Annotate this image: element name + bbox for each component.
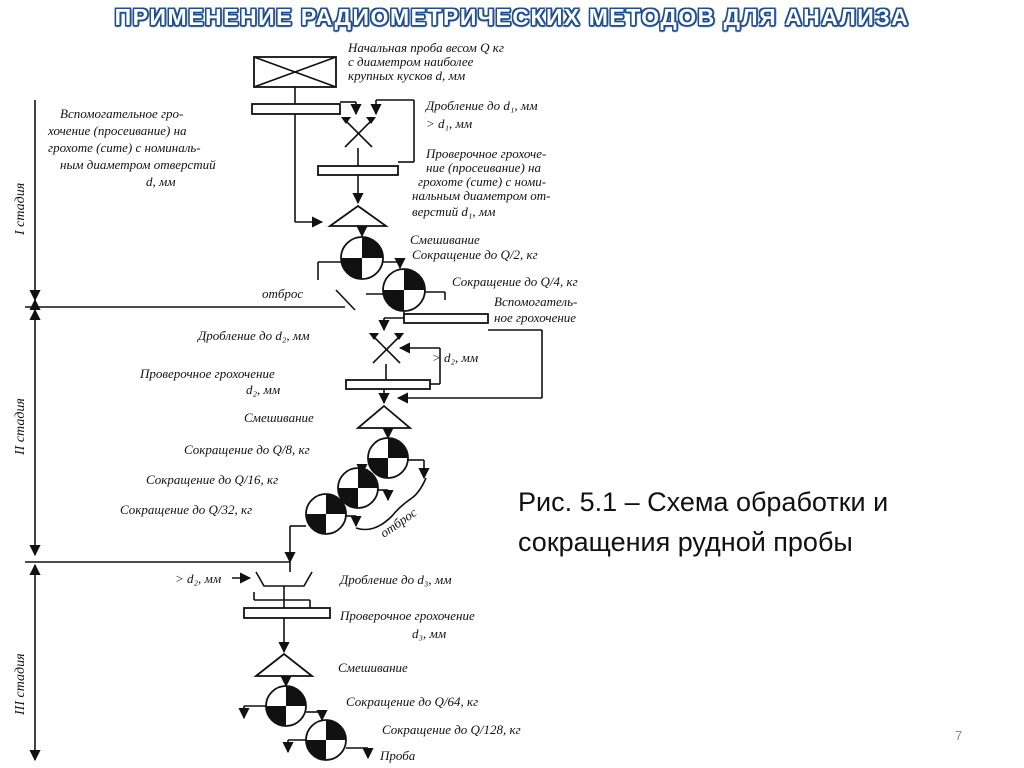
- divider-q4: [382, 268, 426, 312]
- label-aux-screen2-1: Вспомогатель-: [494, 294, 577, 309]
- check-screen-3: [243, 607, 331, 619]
- label-check-d2-2: d₂, мм: [246, 382, 280, 397]
- mixing-cone-2: [355, 404, 413, 429]
- initial-sample-box: [253, 56, 337, 88]
- divider-q32: [305, 493, 347, 535]
- aux-screen-1: [251, 103, 341, 115]
- label-reduce-q64: Сокращение до Q/64, кг: [346, 694, 478, 709]
- label-crush-d2: Дробление до d₂, мм: [196, 328, 309, 343]
- label-check-screen-1: Проверочное грохоче-: [425, 146, 546, 161]
- reject-brace-2: [355, 477, 427, 531]
- crusher-1: [341, 117, 376, 148]
- label-sample: Проба: [379, 748, 416, 763]
- divider-q2: [340, 236, 384, 280]
- label-aux-screen2-2: ное грохочение: [494, 310, 576, 325]
- label-check-d3-2: d₃, мм: [412, 626, 446, 641]
- label-aux-screen-1: Вспомогательное гро-: [60, 106, 183, 121]
- stage1-label: I стадия: [13, 183, 28, 236]
- label-initial-3: крупных кусков d, мм: [348, 68, 465, 83]
- divider-q128: [305, 719, 347, 761]
- divider-q8: [367, 437, 409, 479]
- label-reduce-q32: Сокращение до Q/32, кг: [120, 502, 252, 517]
- label-oversize-d2: > d₂, мм: [432, 350, 478, 365]
- label-aux-screen-2: хочение (просеивание) на: [47, 123, 187, 138]
- label-check-d2-1: Проверочное грохочение: [139, 366, 275, 381]
- label-mixing-2: Смешивание: [244, 410, 314, 425]
- label-reduce-q8: Сокращение до Q/8, кг: [184, 442, 310, 457]
- label-oversize-d2b: > d₂, мм: [175, 571, 221, 586]
- label-oversize-d1: > d₁, мм: [426, 116, 472, 131]
- label-mixing-1: Смешивание: [410, 232, 480, 247]
- check-screen-1: [317, 165, 399, 176]
- label-aux-screen-5: d, мм: [146, 174, 176, 189]
- label-reduce-q2: Сокращение до Q/2, кг: [412, 247, 538, 262]
- divider-q64: [265, 685, 307, 727]
- page-number: 7: [955, 728, 963, 743]
- figure-caption: Рис. 5.1 – Схема обработки и сокращения …: [518, 482, 1018, 562]
- label-check-screen-3: грохоте (сите) с номи-: [418, 174, 546, 189]
- label-crush-d3: Дробление до d₃, мм: [338, 572, 451, 587]
- stage-axis: I стадия II стадия III стадия: [13, 100, 345, 762]
- label-aux-screen-3: грохоте (сите) с номиналь-: [48, 140, 201, 155]
- label-check-d3-1: Проверочное грохочение: [339, 608, 475, 623]
- label-reject-1: отброс: [262, 286, 303, 301]
- caption-line-1: Рис. 5.1 – Схема обработки и: [518, 487, 889, 517]
- aux-screen-2: [403, 313, 489, 324]
- label-initial-2: с диаметром наиболее: [348, 54, 474, 69]
- label-reduce-q16: Сокращение до Q/16, кг: [146, 472, 278, 487]
- label-check-screen-4: нальным диаметром от-: [412, 188, 550, 203]
- label-reduce-q4: Сокращение до Q/4, кг: [452, 274, 578, 289]
- check-screen-2: [345, 379, 431, 390]
- label-check-screen-5: верстий d₁, мм: [412, 204, 495, 219]
- divider-q16: [337, 467, 379, 509]
- mixing-cone-1: [327, 204, 389, 227]
- slide-title: ПРИМЕНЕНИЕ РАДИОМЕТРИЧЕСКИХ МЕТОДОВ ДЛЯ …: [114, 4, 910, 30]
- stage2-label: II стадия: [13, 398, 28, 456]
- label-check-screen-2: ние (просеивание) на: [426, 160, 541, 175]
- caption-line-2: сокращения рудной пробы: [518, 527, 853, 557]
- label-aux-screen-4: ным диаметром отверстий: [60, 157, 216, 172]
- mixing-cone-3: [253, 652, 315, 677]
- label-initial-1: Начальная проба весом Q кг: [347, 40, 504, 55]
- label-mixing-3: Смешивание: [338, 660, 408, 675]
- crusher-2: [369, 333, 404, 364]
- label-crush-d1: Дробление до d₁, мм: [424, 98, 537, 113]
- stage3-label: III стадия: [13, 653, 28, 716]
- label-reduce-q128: Сокращение до Q/128, кг: [382, 722, 521, 737]
- crusher-3: [255, 571, 313, 587]
